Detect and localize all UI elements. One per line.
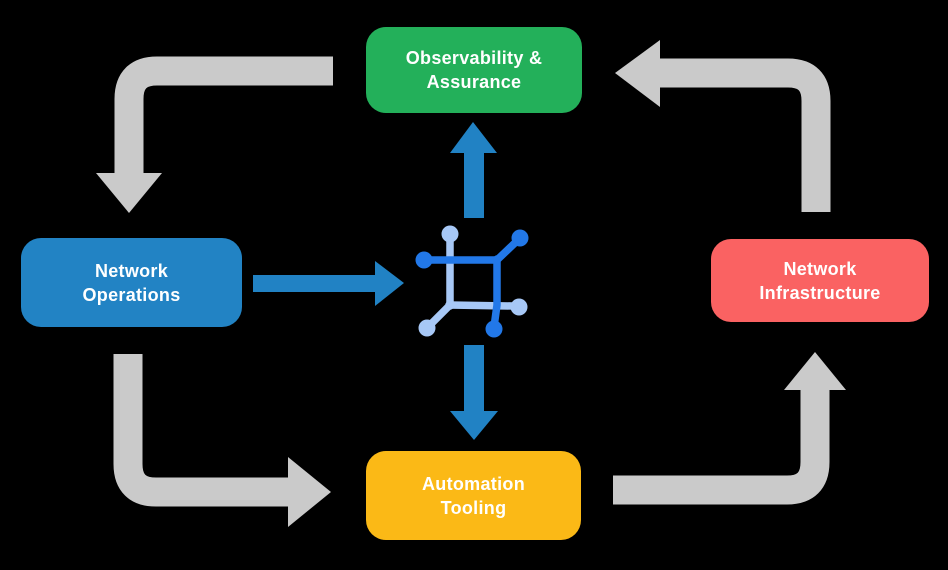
box-label-line2: Assurance (426, 72, 522, 92)
arrow-shaft (613, 390, 830, 505)
arrow-head (375, 261, 404, 306)
box-label-line2: Operations (82, 284, 181, 305)
arrow-head (450, 411, 498, 440)
arrow-head (288, 457, 331, 527)
arrow-head (784, 352, 846, 390)
box-label-line1: Automation (422, 473, 525, 494)
arrow-shaft (114, 56, 333, 175)
box-automation-tooling: Automation Tooling (366, 451, 581, 540)
arrow-operations-to-automation (113, 354, 331, 527)
arrow-shaft (253, 275, 376, 292)
icon-node-right (510, 298, 528, 316)
icon-node-left (415, 251, 433, 269)
icon-bottom-side (445, 301, 516, 310)
arrow-shaft (464, 151, 484, 218)
arrow-head (96, 173, 162, 213)
box-network-operations: Network Operations (21, 238, 242, 327)
arrow-head (615, 40, 660, 107)
arrow-infrastructure-to-observability (615, 40, 831, 212)
arrow-shaft (113, 354, 290, 507)
icon-right-side (490, 255, 501, 331)
arrow-automation-to-infrastructure (613, 352, 846, 505)
network-nodes-icon (415, 225, 529, 338)
box-label-line1: Network (94, 260, 169, 281)
arrow-core-to-automation (450, 345, 498, 440)
box-label-line2: Infrastructure (759, 282, 881, 303)
box-network-infrastructure: Network Infrastructure (711, 239, 929, 322)
icon-node-top-right (511, 229, 529, 247)
icon-node-top (441, 225, 459, 243)
arrow-core-to-observability (450, 122, 497, 218)
arrow-observability-to-operations (96, 56, 333, 213)
arrow-operations-to-core (253, 261, 404, 306)
arrow-shaft (660, 58, 831, 212)
box-label-line2: Tooling (440, 497, 507, 518)
box-label-line1: Network (783, 258, 857, 279)
arrow-shaft (464, 345, 484, 412)
box-observability-assurance: Observability & Assurance (366, 27, 582, 113)
arrow-head (450, 122, 497, 153)
icon-node-bottom-left (418, 319, 436, 337)
box-label-line1: Observability & (405, 48, 543, 68)
icon-node-bottom (485, 320, 503, 338)
